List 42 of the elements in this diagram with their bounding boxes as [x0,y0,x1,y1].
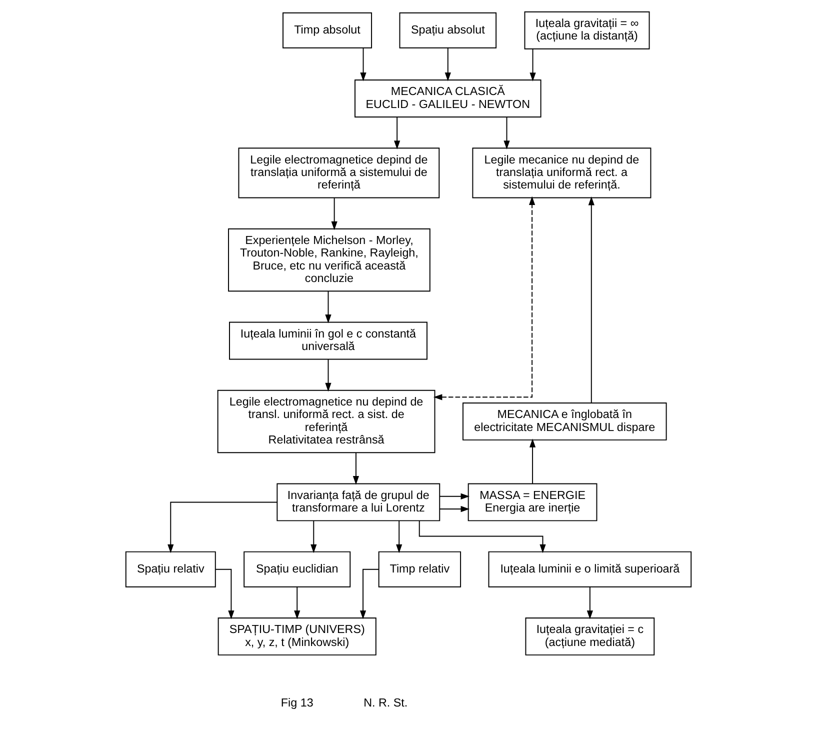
node-box: Invarianța față de grupul de transformare a lui Lorentz [276,483,440,522]
node-box: Legile electromagnetice depind de translația uniformă a sistemului de referință [238,148,440,198]
arrow [588,196,594,404]
arrow [394,116,400,150]
node-box: Spațiu euclidian [244,551,351,588]
node-box: Legile electromagnetice nu depind de transl. uniformă rect. a sist. de referință Relativitatea restrânsă [217,390,436,454]
arrow [444,47,451,82]
node-box: Legile mecanice nu depind de translația uniformă rect. a sistemului de referință. [472,148,652,198]
arrow [439,493,470,500]
node-box: Iuțeala gravitații = ∞ (acțiune la distanță) [524,11,650,50]
arrow [439,506,470,512]
arrow [215,568,234,620]
arrow [325,358,332,392]
arrow [530,48,536,82]
arrow [331,198,338,230]
node-box: Iuțeala luminii în gol e c constantă universală [229,322,428,360]
arrow [504,116,510,150]
arrow [418,520,546,554]
node-box: MECANICA e înglobată în electricitate MECANISMUL dispare [462,402,667,440]
node-box: MECANICA CLASICĂ EUCLID - GALILEU - NEWTON [354,80,542,118]
arrow [433,196,536,400]
arrow [294,586,300,620]
arrow [352,452,360,485]
node-box: MASSA = ENERGIE Energia are inerție [468,483,598,522]
node-box: Spațiu relativ [125,551,216,588]
node-box: Experiențele Michelson - Morley, Trouton-Noble, Rankine, Rayleigh, Bruce, etc nu verifică această concluzie [228,228,430,292]
arrow [360,568,380,620]
label: N. R. St. [364,696,408,710]
arrow [586,586,593,620]
node-box: Timp relativ [378,551,462,588]
arrow [360,47,366,82]
node-box: Iuțeala luminii e o limită superioară [488,551,692,588]
node-box: Timp absolut [282,12,372,48]
arrow [396,520,402,554]
label: Fig 13 [280,696,314,710]
arrow [325,290,332,324]
node-box: Spațiu absolut [399,12,497,48]
arrow [168,502,278,554]
node-box: Iuțeala gravitației = c (acțiune mediată) [525,618,655,656]
node-box: SPAȚIU-TIMP (UNIVERS) x, y, z, t (Minkowski) [218,618,376,656]
arrow [529,438,536,484]
arrow [310,520,317,554]
